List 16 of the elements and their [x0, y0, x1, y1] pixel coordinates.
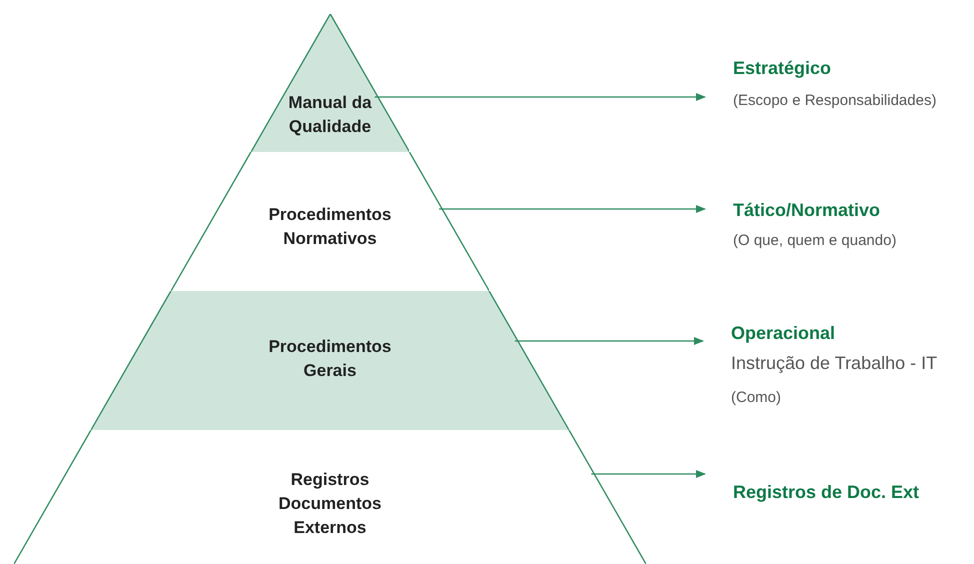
arrow [374, 93, 706, 101]
level-label: Manual da Qualidade [287, 92, 373, 138]
level-label: Procedimentos Normativos [268, 204, 392, 250]
level-heading: Registros de Doc. Ext [733, 482, 920, 503]
level-description: (Escopo e Responsabilidades) [733, 92, 936, 109]
level-label: Procedimentos Gerais [268, 336, 392, 382]
arrow [439, 205, 706, 213]
level-label: Registros Documentos Externos [278, 469, 382, 539]
level-description: Instrução de Trabalho - IT [731, 353, 938, 374]
level-heading: Operacional [731, 323, 836, 344]
level-description: (Como) [731, 389, 782, 406]
level-heading: Tático/Normativo [733, 200, 880, 221]
level-description: (O que, quem e quando) [733, 232, 896, 249]
level-heading: Estratégico [733, 58, 832, 79]
arrow [514, 337, 704, 345]
arrow [591, 470, 706, 478]
